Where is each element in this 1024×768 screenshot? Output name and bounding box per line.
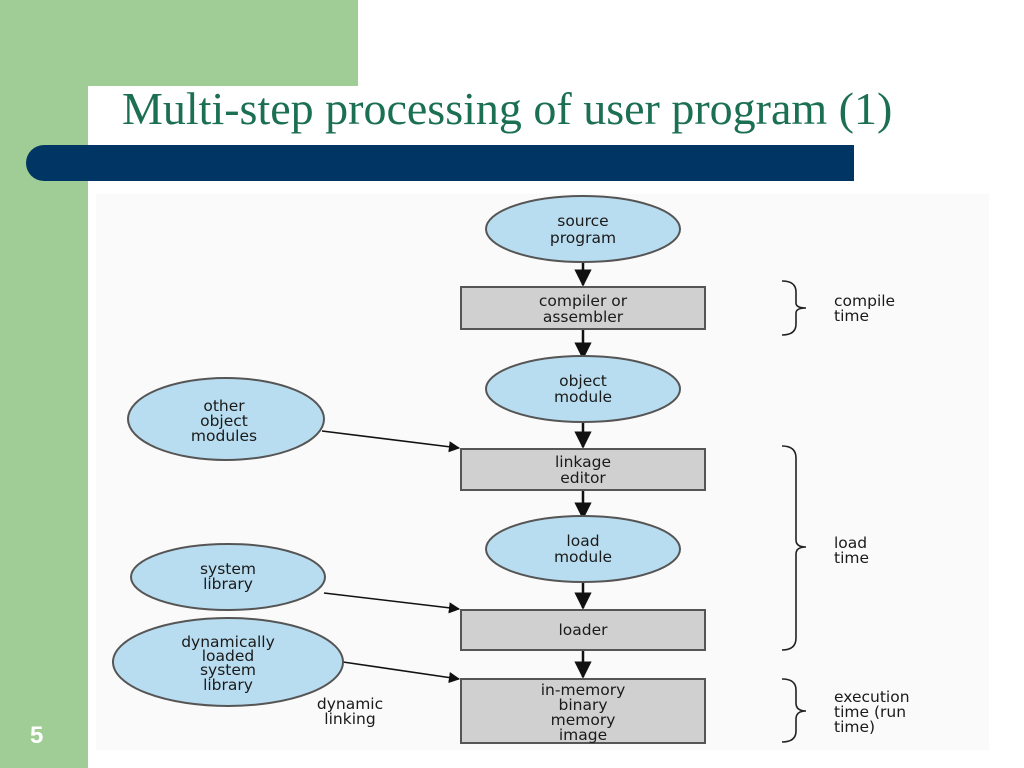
load-module-node	[485, 515, 681, 583]
other-object-modules-node	[127, 377, 325, 461]
title-underline-bar	[26, 145, 854, 181]
source-program-label-2: program	[550, 229, 616, 247]
in-memory-label-1: in-memory	[541, 681, 626, 699]
dynamic-library-node	[112, 617, 344, 707]
linkage-editor-label-2: editor	[560, 469, 606, 487]
load-time-label-1: load	[834, 534, 867, 552]
compile-time-brace	[781, 280, 807, 336]
source-program-node	[485, 195, 681, 263]
diagram-canvas: source program compiler or assembler obj…	[112, 195, 910, 744]
dynamic-linking-label-1: dynamic	[317, 695, 383, 713]
execution-time-label-3: time)	[834, 718, 875, 736]
page-number: 5	[30, 722, 44, 749]
load-module-label-1: load	[566, 532, 599, 550]
in-memory-image-box	[460, 678, 706, 744]
in-memory-label-4: image	[559, 726, 607, 744]
linkage-editor-label-1: linkage	[555, 453, 611, 471]
load-time-label-2: time	[834, 549, 869, 567]
phase-braces	[781, 280, 807, 743]
in-memory-label-3: memory	[551, 711, 616, 729]
compiler-label-2: assembler	[543, 308, 624, 326]
other-modules-label-1: other	[203, 397, 245, 415]
linkage-editor-box	[460, 448, 706, 491]
compile-time-label-1: compile	[834, 292, 895, 310]
other-modules-label-3: modules	[191, 427, 257, 445]
dynamic-library-label-1: dynamically	[181, 633, 275, 651]
slide-title: Multi-step processing of user program (1…	[122, 83, 893, 134]
input-arrows	[321, 430, 461, 684]
system-library-label-1: system	[200, 560, 256, 578]
dynamic-library-label-2: loaded	[202, 647, 255, 665]
sidebar-left-band	[0, 0, 88, 768]
object-module-label-2: module	[554, 388, 612, 406]
system-library-label-2: library	[203, 575, 253, 593]
arrow-other-modules-to-linkage	[321, 430, 461, 453]
execution-time-brace	[781, 678, 807, 743]
arrow-dynamic-library-to-image	[342, 661, 461, 684]
loader-box	[460, 609, 706, 651]
execution-time-label-2: time (run	[834, 703, 906, 721]
dynamic-library-label-3: system	[200, 661, 256, 679]
load-module-label-2: module	[554, 548, 612, 566]
in-memory-label-2: binary	[558, 696, 607, 714]
system-library-node	[130, 543, 326, 611]
compile-time-label-2: time	[834, 307, 869, 325]
program-processing-diagram: source program compiler or assembler obj…	[96, 194, 989, 750]
dynamic-linking-label-2: linking	[324, 710, 375, 728]
load-time-brace	[781, 445, 807, 651]
object-module-label-1: object	[559, 372, 607, 390]
source-program-label-1: source	[557, 212, 608, 230]
loader-label: loader	[558, 621, 608, 639]
other-modules-label-2: object	[200, 412, 248, 430]
dynamic-library-label-4: library	[203, 676, 253, 694]
arrow-system-library-to-loader	[323, 592, 461, 614]
execution-time-label-1: execution	[834, 688, 910, 706]
object-module-node	[485, 355, 681, 423]
compiler-box	[460, 286, 706, 330]
compiler-label-1: compiler or	[539, 292, 628, 310]
